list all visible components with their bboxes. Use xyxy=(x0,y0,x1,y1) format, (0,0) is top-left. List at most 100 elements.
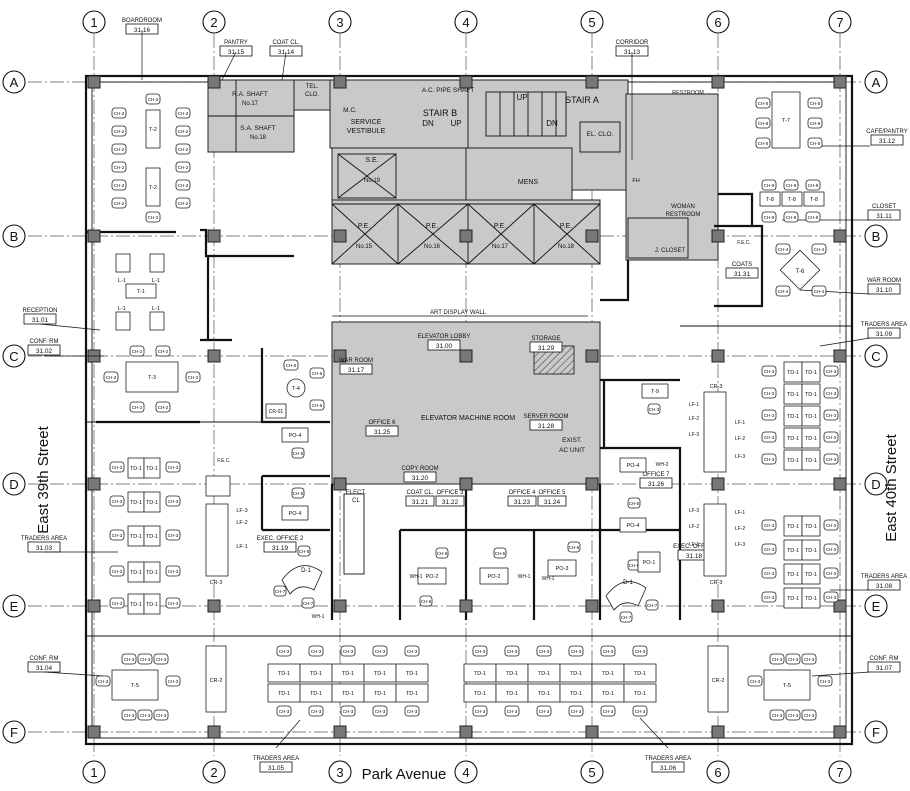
grid-label-col: 7 xyxy=(836,765,843,780)
chair-tag: CH-2 xyxy=(178,129,189,134)
chair-tag: CH-3 xyxy=(112,533,123,538)
grid-bubble-col xyxy=(706,10,730,34)
core-label: No.18 xyxy=(250,135,267,141)
room-number: 31.12 xyxy=(879,138,896,145)
chair xyxy=(823,567,839,579)
structural-column xyxy=(833,349,847,363)
chair-tag: WH-1 xyxy=(542,576,555,582)
table xyxy=(779,249,821,291)
chair xyxy=(283,359,299,371)
chair xyxy=(504,705,520,717)
core-label: J. CLOSET xyxy=(655,248,686,254)
chair-tag: CH-3 xyxy=(112,499,123,504)
file-stack xyxy=(703,503,727,577)
chair-tag: CH-3 xyxy=(156,657,167,662)
chair xyxy=(783,211,799,223)
grid-label-row: E xyxy=(872,599,881,614)
structural-column xyxy=(833,75,847,89)
structural-column xyxy=(459,349,473,363)
chair-tag: CH-5 xyxy=(437,551,448,556)
grid-bubble-col xyxy=(82,760,106,784)
core-label: TEL. xyxy=(306,84,319,90)
chair-tag: CH-3 xyxy=(571,709,582,714)
chair xyxy=(103,371,119,383)
chair-tag: PO-3 xyxy=(556,566,569,572)
chair-tag: CH-3 xyxy=(764,391,775,396)
room-name: EXEC. OFFICE 2 xyxy=(257,536,304,542)
desk xyxy=(395,663,429,683)
chair-tag: CH-3 xyxy=(804,657,815,662)
grid-label-row: D xyxy=(871,477,880,492)
core-label: M.C. xyxy=(343,107,357,114)
desk-tag: TD-1 xyxy=(787,436,799,442)
desk-tag: TD-1 xyxy=(787,548,799,554)
desk-tag: TD-1 xyxy=(506,691,518,697)
core-label: UP xyxy=(516,93,527,102)
chair-tag: LF-3 xyxy=(689,432,700,438)
chair-tag: CH-2 xyxy=(114,183,125,188)
chair-tag: CH-6 xyxy=(312,403,323,408)
chair-tag: T-4 xyxy=(292,386,300,392)
desk xyxy=(619,457,647,473)
chair xyxy=(404,645,420,657)
desk xyxy=(803,191,825,207)
chair xyxy=(785,653,801,665)
structural-column xyxy=(87,599,101,613)
desk xyxy=(771,91,801,149)
structural-column xyxy=(459,599,473,613)
desk-tag: TD-1 xyxy=(570,691,582,697)
desk xyxy=(145,167,161,207)
grid-label-col: 1 xyxy=(90,15,97,30)
chair xyxy=(472,645,488,657)
chair-tag: CH-2 xyxy=(178,201,189,206)
desk-tag: T-3 xyxy=(148,375,156,381)
desk-tag: TD-1 xyxy=(342,691,354,697)
chair xyxy=(775,285,791,297)
chair-tag: CH-3 xyxy=(311,649,322,654)
chair xyxy=(121,653,137,665)
desk xyxy=(801,449,821,471)
room-name: CORRIDOR xyxy=(616,40,649,46)
chair-tag: LF-2 xyxy=(689,416,700,422)
desk-tag: TD-1 xyxy=(146,570,158,576)
chair-tag: CH-2 xyxy=(188,375,199,380)
building-core xyxy=(207,79,719,575)
chair xyxy=(801,709,817,721)
grid-bubble-row xyxy=(2,70,26,94)
chair-tag: CH-3 xyxy=(764,435,775,440)
chair xyxy=(165,495,181,507)
chair-tag: CH-2 xyxy=(114,201,125,206)
desk-tag: TD-1 xyxy=(805,596,817,602)
grid-label-row: C xyxy=(9,349,18,364)
structural-column xyxy=(833,477,847,491)
grid-label-row: E xyxy=(10,599,19,614)
chair-tag: L-1 xyxy=(118,306,126,312)
chair-tag: CH-5 xyxy=(421,599,432,604)
core-label: EXIST. xyxy=(562,437,582,444)
room-number: 31.10 xyxy=(876,287,893,294)
structural-column xyxy=(711,75,725,89)
grid-bubble-col xyxy=(580,760,604,784)
structural-column xyxy=(711,229,725,243)
core-label: No.17 xyxy=(242,101,259,107)
chair-tag: CH-3 xyxy=(826,369,837,374)
chair-tag: CH-3 xyxy=(407,649,418,654)
chair-tag: CR-01 xyxy=(269,409,284,415)
chair-tag: CH-3 xyxy=(788,713,799,718)
executive-desk xyxy=(605,581,647,611)
room-tag xyxy=(365,425,399,437)
chair xyxy=(805,179,821,191)
desk-tag: TD-1 xyxy=(805,572,817,578)
chair-tag: CH-7 xyxy=(303,601,314,606)
chair xyxy=(568,705,584,717)
credenza xyxy=(205,475,231,497)
desk xyxy=(479,567,509,585)
structural-column xyxy=(585,477,599,491)
chair xyxy=(747,675,763,687)
chair-tag: LF-3 xyxy=(689,508,700,514)
desk-tag: TD-1 xyxy=(805,392,817,398)
chair xyxy=(823,387,839,399)
chair-tag: T-6 xyxy=(796,269,805,275)
